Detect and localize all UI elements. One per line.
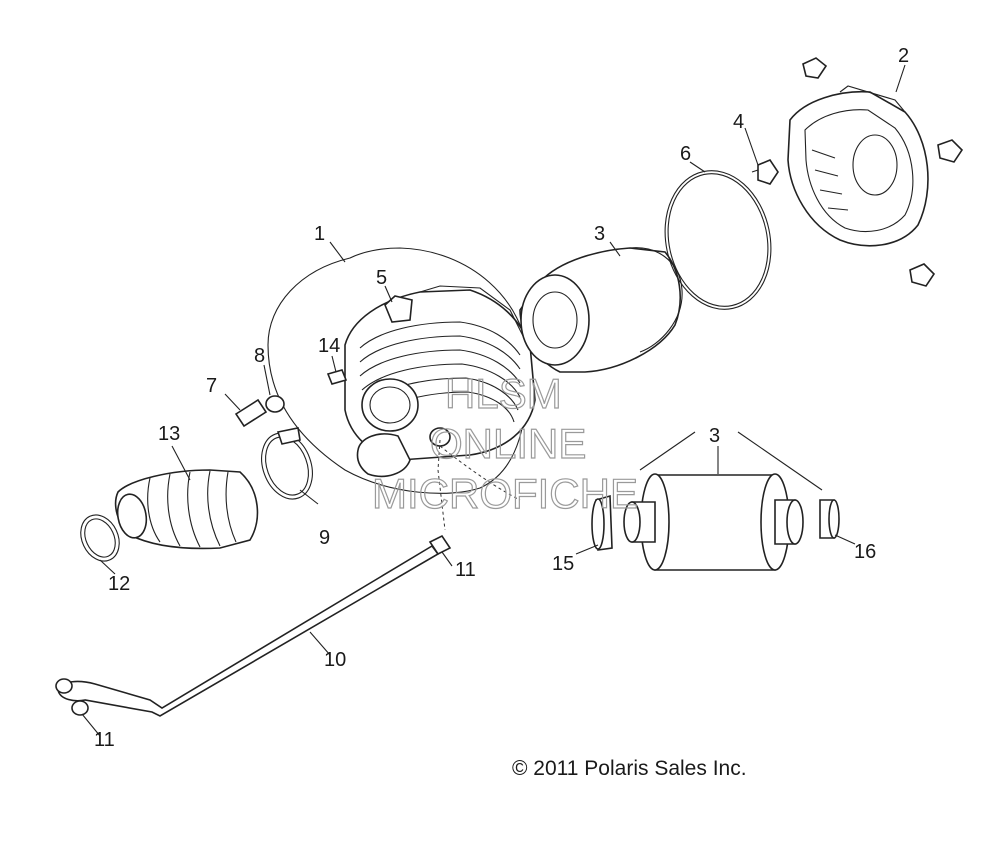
hose-clamp-small — [80, 514, 120, 562]
tube-fitting-upper — [428, 534, 452, 556]
copyright-text: © 2011 Polaris Sales Inc. — [512, 757, 747, 780]
callout-12: 12 — [108, 573, 130, 595]
callout-16: 16 — [854, 541, 876, 563]
callout-3-bottom: 3 — [709, 425, 720, 447]
leader-lines — [81, 64, 906, 737]
watermark-line-1: HLSM — [445, 370, 562, 417]
alignment-line — [437, 439, 446, 531]
callout-11-upper: 11 — [455, 559, 476, 581]
callout-11-lower: 11 — [94, 729, 115, 751]
watermark-line-2: ONLINE — [430, 420, 586, 467]
callout-8: 8 — [254, 345, 265, 367]
callout-13: 13 — [158, 423, 180, 445]
callout-10: 10 — [324, 649, 346, 671]
airbox-housing — [326, 285, 536, 478]
latch-clip — [751, 159, 779, 185]
alignment-line-2 — [439, 445, 521, 501]
callout-1: 1 — [314, 223, 325, 245]
callout-7: 7 — [206, 375, 217, 397]
airbox-assembly-outline — [267, 247, 529, 494]
plug — [234, 398, 268, 428]
cover-clip-top — [802, 57, 828, 79]
callout-4: 4 — [733, 111, 744, 133]
callout-6: 6 — [680, 143, 691, 165]
filter-end-cap-right — [819, 499, 840, 539]
air-filter-element-bottom — [623, 473, 804, 571]
callout-2: 2 — [898, 45, 909, 67]
air-filter-element-top — [519, 247, 683, 373]
callout-15: 15 — [552, 553, 574, 575]
hose-clamp-large — [261, 427, 313, 500]
tube-fitting-lower — [71, 700, 89, 716]
small-clamp — [265, 395, 285, 413]
watermark-line-3: MICROFICHE — [372, 470, 638, 517]
callout-14: 14 — [318, 335, 340, 357]
callout-9: 9 — [319, 527, 330, 549]
drain-tube — [55, 544, 440, 717]
cover-clip-right — [937, 139, 964, 163]
cover-clip-bottom — [909, 263, 936, 287]
intake-boot — [114, 469, 259, 550]
callout-3-top: 3 — [594, 223, 605, 245]
callout-5: 5 — [376, 267, 387, 289]
filter-end-cap-left — [591, 494, 613, 551]
airbox-cover — [787, 85, 929, 247]
watermark: HLSM ONLINE MICROFICHE — [371, 369, 638, 517]
